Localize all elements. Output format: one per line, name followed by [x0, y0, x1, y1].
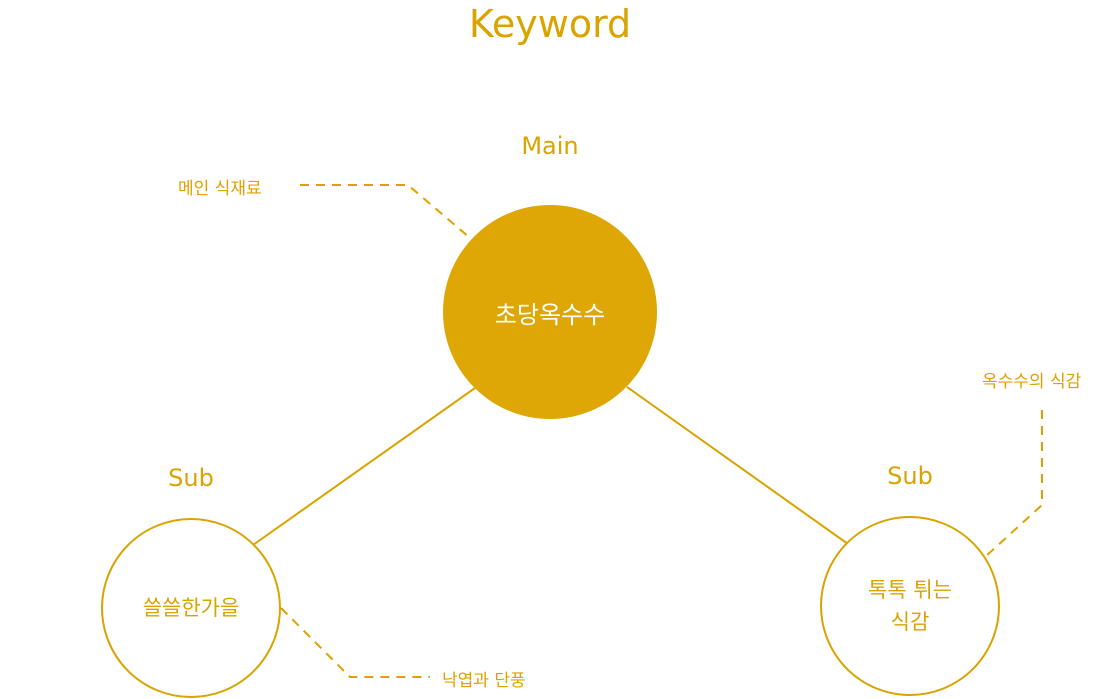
main-keyword-node: 초당옥수수 [443, 205, 657, 419]
sub-keyword-node-left: 쓸쓸한가을 [101, 518, 281, 698]
sub-keyword-node-right: 톡톡 튀는 식감 [820, 516, 1000, 696]
main-keyword-label: 초당옥수수 [494, 300, 606, 329]
edge-main-to-sub-right [626, 386, 849, 545]
page-title: Keyword [468, 2, 632, 46]
sub-right-note: 옥수수의 식감 [982, 372, 1082, 392]
sub-right-role-label: Sub [887, 462, 933, 490]
leader-main-note [300, 184, 471, 239]
main-role-label: Main [521, 132, 579, 160]
sub-right-keyword-label-line2: 식감 [890, 610, 930, 634]
leader-sub-right-note [984, 410, 1043, 558]
leader-sub-left-note [280, 607, 430, 678]
sub-left-keyword-label: 쓸쓸한가을 [142, 596, 240, 620]
sub-left-note: 낙엽과 단풍 [442, 671, 526, 691]
sub-left-role-label: Sub [168, 464, 214, 492]
sub-right-keyword-label-line1: 톡톡 튀는 [868, 578, 952, 602]
main-note: 메인 식재료 [178, 179, 262, 199]
edge-main-to-sub-left [252, 387, 476, 546]
